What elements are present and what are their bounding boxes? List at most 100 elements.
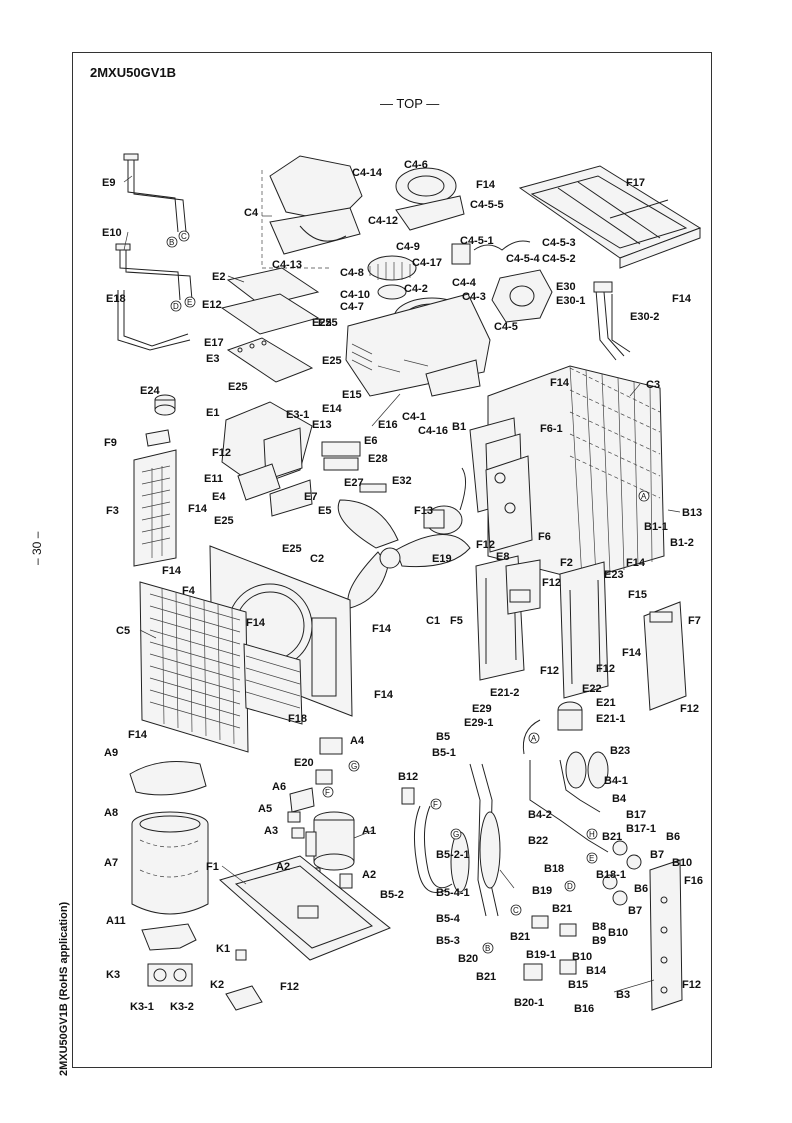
nut-a5-a3: [287, 811, 305, 839]
label-f12-c: F12: [542, 577, 561, 589]
label-b12: B12: [398, 771, 418, 783]
insulation-e2: [220, 267, 320, 335]
label-f14-a: F14: [188, 503, 208, 515]
label-e22: E22: [582, 683, 602, 695]
label-b19: B19: [532, 885, 552, 897]
label-c4-3: C4-3: [462, 291, 486, 303]
label-c5: C5: [116, 625, 130, 637]
label-f4: F4: [182, 585, 196, 597]
label-a9: A9: [104, 747, 118, 759]
drawing-frame: [72, 52, 712, 1068]
marker-c-2: C: [513, 906, 519, 915]
label-b21-a: B21: [602, 831, 622, 843]
label-c4-7: C4-7: [340, 301, 364, 313]
label-e13: E13: [312, 419, 332, 431]
switch-box-c4-5: [451, 240, 553, 323]
label-e5: E5: [318, 505, 331, 517]
marker-f-1: F: [325, 788, 330, 797]
label-c4-16: C4-16: [418, 425, 448, 437]
label-f9: F9: [104, 437, 117, 449]
label-b20: B20: [458, 953, 478, 965]
label-f14-h: F14: [246, 617, 266, 629]
label-f3: F3: [106, 505, 119, 517]
label-b1-2: B1-2: [670, 537, 694, 549]
label-e20: E20: [294, 757, 314, 769]
label-e2: E2: [212, 271, 225, 283]
label-b10-b: B10: [608, 927, 628, 939]
label-b10-c: B10: [572, 951, 592, 963]
label-f6-1: F6-1: [540, 423, 563, 435]
label-f18: F18: [288, 713, 307, 725]
label-b4-1: B4-1: [604, 775, 628, 787]
label-f1: F1: [206, 861, 219, 873]
label-b18-1: B18-1: [596, 869, 626, 881]
label-e30: E30: [556, 281, 576, 293]
label-k3: K3: [106, 969, 120, 981]
stop-valves: [602, 840, 642, 906]
label-f14-i: F14: [372, 623, 392, 635]
label-c4-10: C4-10: [340, 289, 370, 301]
label-e29-1: E29-1: [464, 717, 493, 729]
label-a2-a: A2: [276, 861, 290, 873]
label-e6: E6: [364, 435, 377, 447]
label-e28: E28: [368, 453, 388, 465]
reactor-e24: [154, 394, 176, 416]
marker-g-1: G: [351, 762, 357, 771]
marker-b-2: B: [485, 944, 490, 953]
marker-a-1: A: [531, 734, 537, 743]
marker-d-1: D: [173, 302, 179, 311]
label-e1: E1: [206, 407, 219, 419]
screw-k1: [235, 949, 247, 961]
label-e21-1: E21-1: [596, 713, 625, 725]
refrigerant-piping: [401, 751, 609, 981]
label-f13: F13: [414, 505, 433, 517]
label-e11: E11: [204, 473, 223, 485]
label-e23: E23: [604, 569, 624, 581]
marker-f-2: F: [433, 800, 438, 809]
label-e25-d: E25: [214, 515, 234, 527]
propeller-fan-c1: [337, 499, 471, 609]
label-b15: B15: [568, 979, 588, 991]
label-a7: A7: [104, 857, 118, 869]
terminal-e20: [315, 769, 333, 785]
label-e25-b: E25: [322, 355, 342, 367]
label-b10-a: B10: [672, 857, 692, 869]
terminal-blocks-e6: [321, 441, 387, 493]
marker-d-2: D: [567, 882, 573, 891]
fan-motor-e19: [423, 467, 466, 535]
connection-markers: B C D E F G A F G H E D C B A: [166, 230, 650, 954]
label-c4-1: C4-1: [402, 411, 426, 423]
drain-plug-k3: [147, 963, 193, 987]
label-c4-6: C4-6: [404, 159, 428, 171]
label-b5-4-1: B5-4-1: [436, 887, 470, 899]
label-k1: K1: [216, 943, 230, 955]
top-panel-f17: [518, 165, 702, 269]
label-a8: A8: [104, 807, 118, 819]
label-c4-5-4: C4-5-4: [506, 253, 541, 265]
label-c2: C2: [310, 553, 324, 565]
label-e24: E24: [140, 385, 160, 397]
label-c4-12: C4-12: [368, 215, 398, 227]
label-e3-1: E3-1: [286, 409, 309, 421]
label-f17: F17: [626, 177, 645, 189]
label-e27: E27: [344, 477, 364, 489]
label-b21-b: B21: [552, 903, 572, 915]
label-e25-c: E25: [228, 381, 248, 393]
label-b13: B13: [682, 507, 702, 519]
fan-motor-cover-c4: [261, 155, 363, 269]
label-a11: A11: [106, 915, 126, 927]
marker-b-1: B: [169, 238, 174, 247]
label-c4-5: C4-5: [494, 321, 518, 333]
marker-c-1: C: [181, 232, 187, 241]
label-b14: B14: [586, 965, 607, 977]
label-f14-d: F14: [550, 377, 570, 389]
label-b3: B3: [616, 989, 630, 1001]
drain-pan-e8: [505, 559, 541, 615]
label-e12: E12: [202, 299, 222, 311]
label-b4-2: B4-2: [528, 809, 552, 821]
label-b5-1: B5-1: [432, 747, 456, 759]
label-e21-2: E21-2: [490, 687, 519, 699]
label-e25-a: E25: [318, 317, 338, 329]
label-c4-5-3: C4-5-3: [542, 237, 576, 249]
label-a6: A6: [272, 781, 286, 793]
